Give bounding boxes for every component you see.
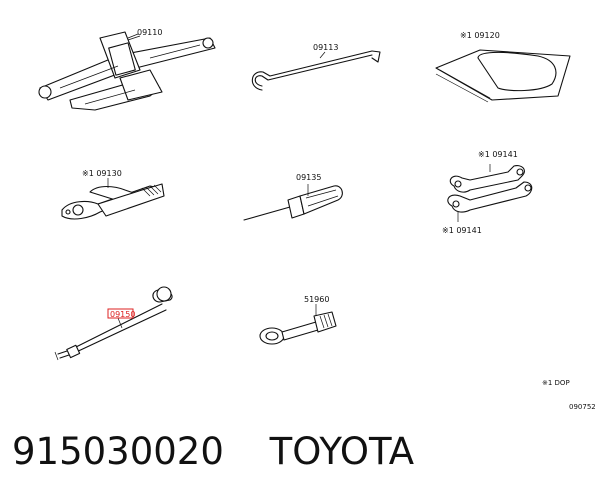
screwdriver-label[interactable]: 09135 — [296, 173, 321, 182]
lug-wrench-label[interactable]: 09150 — [110, 310, 135, 319]
pliers-label[interactable]: ※1 09130 — [82, 169, 122, 178]
lug-wrench-part[interactable] — [54, 286, 173, 361]
reference-number: 090752 — [569, 403, 596, 411]
screwdriver-part[interactable] — [243, 185, 343, 221]
jack-part[interactable] — [38, 31, 216, 111]
wrench-bottom-label[interactable]: ※1 09141 — [442, 226, 482, 235]
parts-diagram: 09110 09113 ※1 09120 ※1 09130 09135 — [38, 28, 596, 411]
tool-mat-part[interactable] — [435, 49, 571, 103]
brand-name: TOYOTA — [269, 430, 415, 473]
hook-label[interactable]: 51960 — [304, 295, 329, 304]
part-number: 915030020 — [12, 430, 224, 473]
wrench-top-part[interactable] — [449, 165, 525, 193]
wrench-bottom-part[interactable] — [447, 181, 533, 213]
pliers-part[interactable] — [61, 183, 165, 220]
footer: 915030020 TOYOTA — [12, 430, 592, 490]
wrench-top-label[interactable]: ※1 09141 — [478, 150, 518, 159]
handle-rod-part[interactable] — [251, 50, 381, 91]
dop-note: ※1 DOP — [542, 379, 570, 387]
jack-label[interactable]: 09110 — [137, 28, 162, 37]
highlight-box — [107, 308, 134, 319]
towing-hook-part[interactable] — [259, 311, 337, 345]
handle-label[interactable]: 09113 — [313, 43, 338, 52]
mat-label[interactable]: ※1 09120 — [460, 31, 500, 40]
